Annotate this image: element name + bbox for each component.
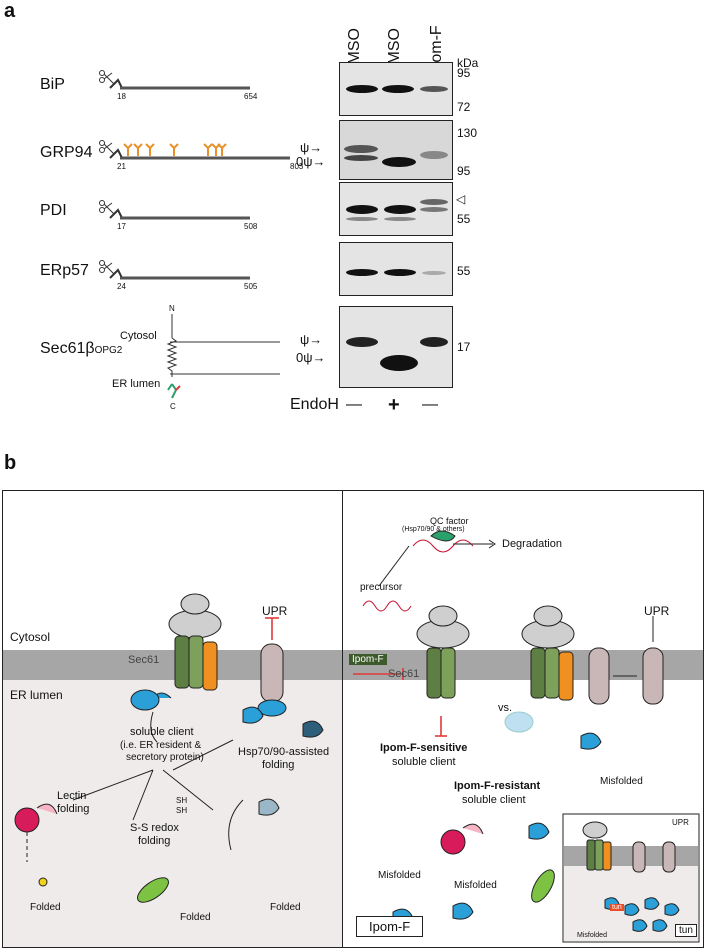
endoh-lane2: + [388, 394, 400, 416]
left-hsp: Hsp70/90-assisted [238, 746, 330, 758]
left-folded-1: Folded [30, 902, 61, 913]
right-qc: QC factor [430, 516, 469, 526]
left-lumen-label: ER lumen [10, 688, 63, 702]
endoh-label: EndoH [290, 396, 339, 413]
bip-end: 654 [244, 92, 258, 101]
mw-bip-95: 95 [457, 66, 471, 80]
left-lectin2: folding [57, 803, 90, 815]
blot-bip [339, 62, 453, 116]
sec61-lumen: ER lumen [112, 378, 161, 390]
erp57-start: 24 [117, 282, 126, 291]
right-box-label: Ipom-F [356, 916, 424, 937]
pdi-end: 508 [244, 222, 258, 231]
mw-erp57-55: 55 [457, 264, 471, 278]
blot-erp57 [339, 242, 453, 296]
left-lectin: Lectin [57, 790, 87, 802]
protein-pdi: PDI [40, 202, 67, 219]
right-misfolded-3: Misfolded [454, 880, 497, 891]
right-resistant: Ipom-F-resistant [454, 780, 541, 792]
left-sh2: SH [176, 806, 188, 815]
panel-b-frame [2, 490, 704, 948]
left-hsp2: folding [262, 759, 295, 771]
right-precursor: precursor [360, 582, 403, 593]
sec61-n: N [169, 304, 175, 313]
inset-upr: UPR [672, 818, 689, 827]
sec61-zero-psi: 0ψ→ [296, 350, 326, 365]
right-misfolded-1: Misfolded [600, 776, 643, 787]
grp94-diagram [99, 140, 290, 160]
right-vs: vs. [498, 702, 513, 714]
grp94-psi: ψ→ [300, 140, 323, 155]
right-upr: UPR [644, 604, 670, 618]
sec61-topology [166, 314, 280, 399]
left-diagram [14, 593, 324, 903]
blot-sec61 [339, 306, 453, 388]
protein-sec61b: Sec61βOPG2 [40, 340, 123, 357]
endoh-lane1: — [346, 396, 362, 413]
panel-b-letter: b [4, 452, 17, 474]
erp57-diagram [99, 260, 250, 280]
mw-grp94-95: 95 [457, 164, 471, 178]
right-degradation: Degradation [502, 538, 562, 550]
right-ipomf-tag: Ipom-F [349, 654, 387, 665]
protein-bip: BiP [40, 76, 65, 93]
mw-pdi-55: 55 [457, 212, 471, 226]
sec61-psi: ψ→ [300, 332, 323, 347]
inset-tun-box: tun [675, 924, 697, 937]
left-folded-3: Folded [270, 902, 301, 913]
right-resistant-sub: soluble client [462, 794, 526, 806]
mw-grp94-130: 130 [457, 126, 478, 140]
right-sensitive-sub: soluble client [392, 756, 456, 768]
grp94-start: 21 [117, 162, 126, 171]
right-sensitive: Ipom-F-sensitive [380, 742, 468, 754]
left-folded-2: Folded [180, 912, 211, 923]
blot-grp94 [339, 120, 453, 180]
panel-b-divider [342, 490, 343, 948]
pdi-start: 17 [117, 222, 126, 231]
left-lumen-bg [3, 680, 342, 947]
left-redox: S-S redox [130, 822, 179, 834]
sec61-cytosol: Cytosol [120, 330, 157, 342]
right-misfolded-2: Misfolded [378, 870, 421, 881]
right-qc-sub: (Hsp70/90 & others) [402, 526, 465, 533]
endoh-lane3: — [422, 396, 438, 413]
left-upr: UPR [262, 604, 288, 618]
left-soluble-client-sub2: secretory protein) [126, 752, 204, 763]
inset-misfolded: Misfolded [577, 932, 607, 939]
protein-erp57: ERp57 [40, 262, 89, 279]
left-sh: SH [176, 796, 188, 805]
pdi-diagram [99, 200, 250, 220]
left-membrane [3, 650, 342, 680]
sec61-c: C [170, 402, 176, 411]
kda-label: kDa [457, 56, 479, 70]
erp57-end: 505 [244, 282, 258, 291]
mw-sec61-17: 17 [457, 340, 471, 354]
left-redox2: folding [138, 835, 171, 847]
protein-grp94: GRP94 [40, 144, 93, 161]
pdi-triangle: ◁ [456, 192, 466, 206]
bip-diagram [99, 70, 250, 90]
grp94-end: 803 [290, 162, 304, 171]
left-sec61: Sec61 [128, 654, 160, 666]
mw-bip-72: 72 [457, 100, 471, 114]
panel-a-letter: a [4, 0, 16, 22]
blot-pdi [339, 182, 453, 236]
inset-tun-tag: tun [610, 904, 624, 911]
left-cytosol-label: Cytosol [10, 630, 51, 644]
left-soluble-client: soluble client [130, 726, 194, 738]
domain-diagrams [99, 70, 290, 280]
right-sec61: Sec61 [388, 668, 420, 680]
grp94-zero-psi: 0ψ→ [296, 154, 326, 169]
left-soluble-client-sub: (i.e. ER resident & [120, 740, 202, 751]
bip-start: 18 [117, 92, 126, 101]
